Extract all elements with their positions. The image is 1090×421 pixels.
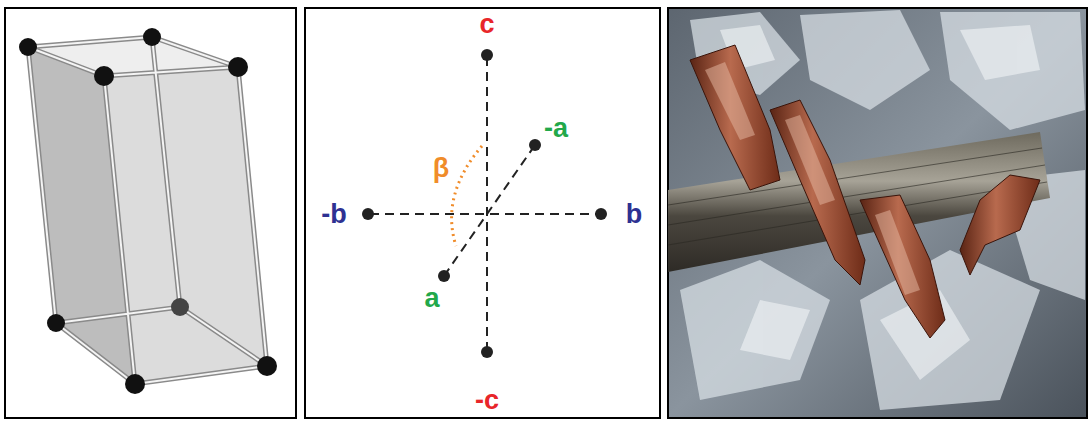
- axis-label: b: [626, 201, 643, 228]
- axes-panel: [305, 8, 660, 418]
- axis-label: -b: [321, 201, 346, 228]
- crystal-photo: [668, 8, 1087, 418]
- axis-label: -a: [544, 115, 568, 142]
- unit-cell-panel: [5, 8, 296, 418]
- axis-label: a: [424, 285, 439, 312]
- axis-label: -c: [475, 387, 499, 414]
- angle-label: β: [433, 155, 449, 182]
- axis-label: c: [479, 11, 494, 38]
